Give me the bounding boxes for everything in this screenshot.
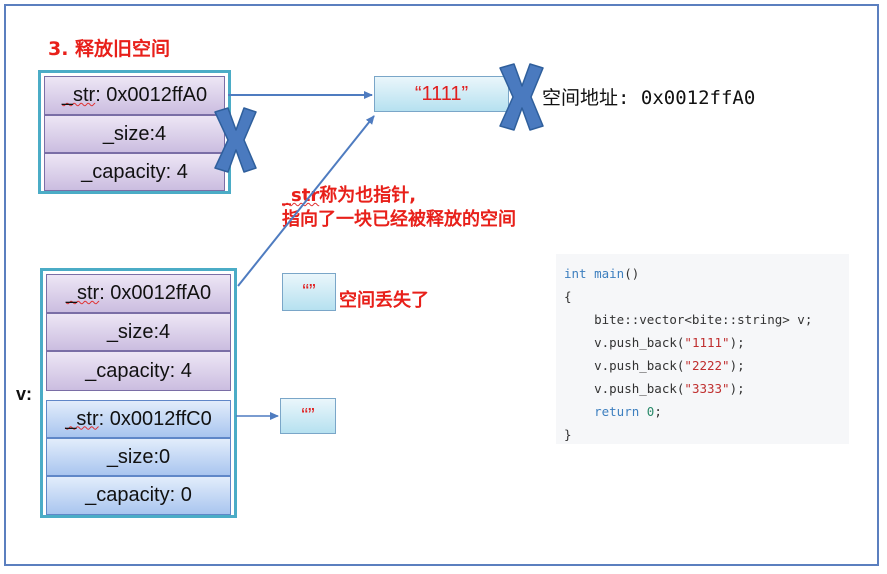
code-function: main [594, 266, 625, 281]
code-line-6: v.push_back("3333"); [564, 377, 849, 400]
code-keyword: return [564, 404, 640, 419]
code-string: "1111" [684, 335, 730, 350]
freed-string-box: “1111” [374, 76, 509, 112]
code-line-8: } [564, 427, 572, 442]
code-string: "2222" [684, 358, 730, 373]
code-text: ); [729, 381, 745, 396]
code-line-7: return 0; [564, 400, 849, 423]
code-text: v.push_back( [564, 381, 685, 396]
page-title: 3. 释放旧空间 [48, 38, 171, 60]
code-text: v.push_back( [564, 358, 685, 373]
new-capacity-cell-0: _capacity: 4 [46, 351, 231, 391]
new-capacity-cell-1: _capacity: 0 [46, 476, 231, 515]
code-text: ; [654, 404, 662, 419]
str-value: : 0x0012ffC0 [98, 407, 212, 430]
new-size-cell-0: _size:4 [46, 313, 231, 351]
v-label: v: [16, 384, 33, 404]
empty-string-box-b: “” [280, 398, 336, 434]
code-line-5: v.push_back("2222"); [564, 354, 849, 377]
new-str-cell-0: _str: 0x0012ffA0 [46, 274, 231, 313]
code-text: () [624, 266, 640, 281]
cross-mark-icon [499, 63, 544, 131]
address-label: 空间地址: 0x0012ffA0 [542, 87, 756, 109]
new-vector-block: _str: 0x0012ffA0 _size:4 _capacity: 4 _s… [40, 268, 237, 518]
cross-mark-icon [214, 107, 257, 173]
dangling-note-line2: 指向了一块已经被释放的空间 [282, 209, 516, 230]
arrow-icon [237, 115, 375, 287]
code-line-4: v.push_back("1111"); [564, 331, 849, 354]
code-line-2: { [564, 289, 572, 304]
code-text: v.push_back( [564, 335, 685, 350]
str-value: : 0x0012ffA0 [95, 84, 208, 106]
code-text: ); [729, 335, 745, 350]
code-keyword: int [564, 266, 587, 281]
space-lost-note: 空间丢失了 [339, 290, 429, 311]
dangling-note-lead: _str [282, 185, 320, 206]
code-panel: int main() { bite::vector<bite::string> … [556, 254, 849, 444]
dangling-pointer-note: _str称为也指针, 指向了一块已经被释放的空间 [282, 184, 602, 232]
empty-string-box-a: “” [282, 273, 336, 311]
code-string: "3333" [684, 381, 730, 396]
str-label: _str [61, 84, 96, 106]
new-str-cell-1: _str: 0x0012ffC0 [46, 400, 231, 438]
code-line-1: int main() [564, 262, 849, 285]
diagram-frame [4, 4, 879, 566]
code-text: ); [729, 358, 745, 373]
old-str-cell: _str: 0x0012ffA0 [44, 76, 225, 115]
code-line-3: bite::vector<bite::string> v; [564, 312, 813, 327]
str-label: _str [65, 282, 100, 304]
str-label: _str [65, 407, 99, 430]
str-value: : 0x0012ffA0 [99, 282, 212, 304]
old-size-cell: _size:4 [44, 115, 225, 153]
code-number: 0 [639, 404, 655, 419]
new-size-cell-1: _size:0 [46, 438, 231, 476]
old-vector-block: _str: 0x0012ffA0 _size:4 _capacity: 4 [38, 70, 231, 194]
dangling-note-line1: 称为也指针, [319, 185, 417, 206]
old-capacity-cell: _capacity: 4 [44, 153, 225, 191]
